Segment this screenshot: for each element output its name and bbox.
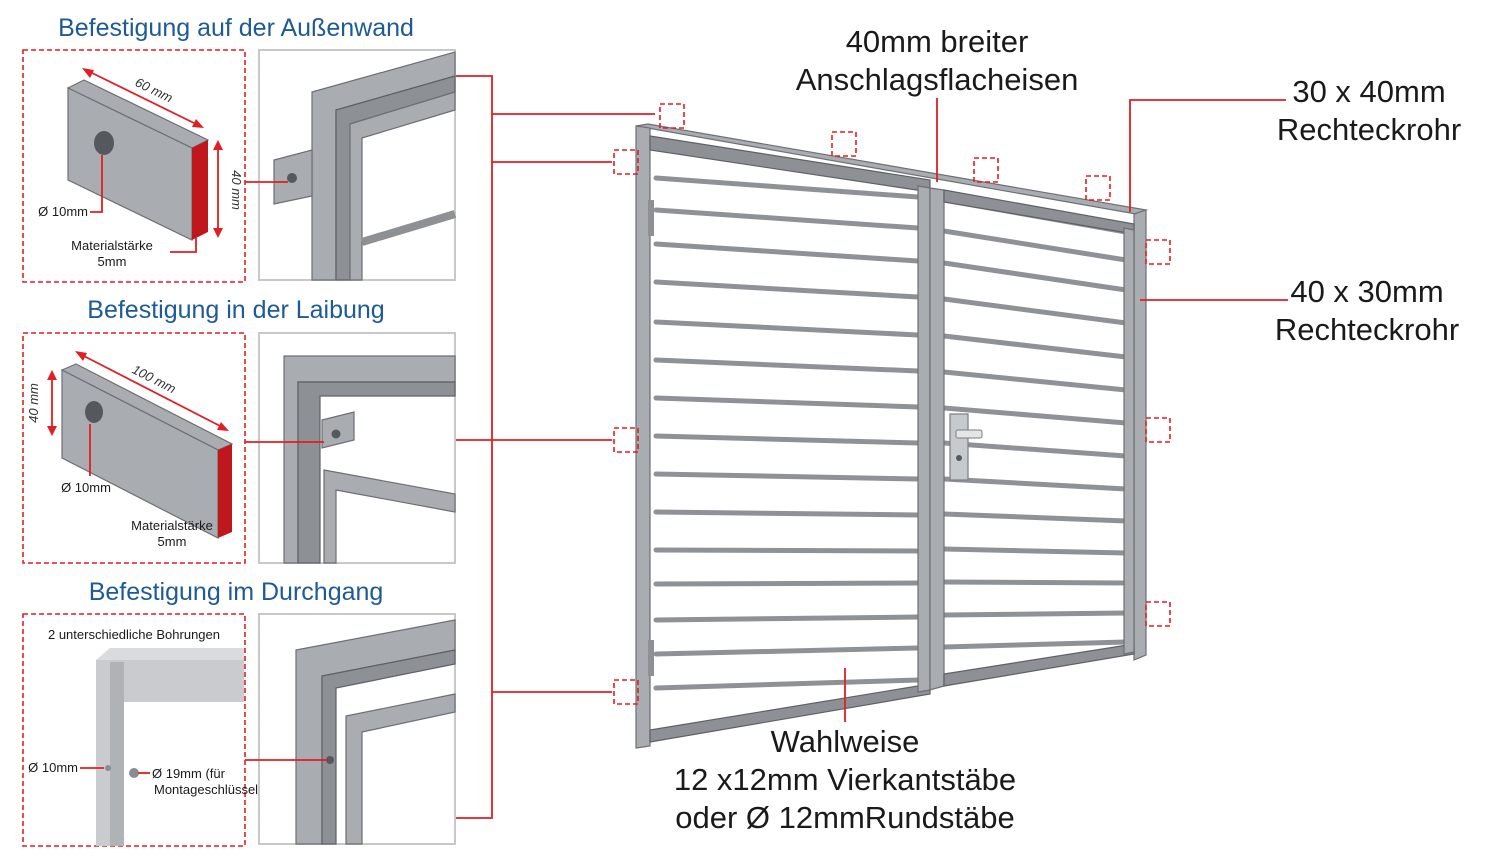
- bracket-connectors: [456, 75, 655, 819]
- frame-left-post: [635, 125, 651, 749]
- section-title-aussenwand: Befestigung auf der Außenwand: [58, 14, 414, 42]
- callout-bars-line1: Wahlweise: [771, 724, 920, 759]
- callout-tube-side-line1: 40 x 30mm: [1290, 274, 1443, 309]
- drill-title: 2 unterschiedliche Bohrungen: [48, 627, 220, 642]
- dimension-40mm-vertical: [213, 140, 223, 238]
- tube-profile: [96, 648, 244, 846]
- thickness-label-1b: 5mm: [98, 254, 127, 269]
- height-label-40-b: 40 mm: [26, 383, 41, 423]
- hole-label-2: Ø 10mm: [61, 480, 111, 495]
- hole-label-19a: Ø 19mm (für: [152, 766, 226, 781]
- mounting-markers: [613, 103, 1171, 705]
- hole-label-1: Ø 10mm: [38, 204, 88, 219]
- mounting-plate-100: [60, 363, 234, 539]
- hole-label-10: Ø 10mm: [28, 760, 78, 775]
- callout-tube-side-line2: Rechteckrohr: [1275, 312, 1459, 347]
- left-leaf-stile: [917, 185, 931, 693]
- detail-image-laibung: [283, 355, 456, 564]
- height-label-40: 40 mm: [229, 170, 244, 210]
- gate-bars-left: [653, 175, 921, 691]
- detail-image-aussenwand: [273, 51, 457, 281]
- detail-image-durchgang: [295, 619, 456, 845]
- dimension-100mm: [75, 351, 229, 431]
- plate-box-aussenwand: [22, 49, 246, 283]
- callout-flatbar-line2: Anschlagsflacheisen: [796, 62, 1079, 97]
- frame-right-post: [1133, 209, 1147, 661]
- callout-bars-line3: oder Ø 12mmRundstäbe: [675, 800, 1014, 835]
- leader-tube-top: [1129, 99, 1286, 212]
- thickness-label-2a: Materialstärke: [131, 518, 213, 533]
- dimension-40mm-left: [47, 370, 57, 436]
- left-leaf-bottom: [649, 683, 931, 743]
- lock-handle: [949, 413, 983, 481]
- callout-bars-line2: 12 x12mm Vierkantstäbe: [674, 762, 1016, 797]
- mounting-plate-60: [66, 79, 210, 241]
- plate-box-laibung: [22, 332, 246, 564]
- dimension-60mm: [82, 68, 204, 128]
- thickness-label-1a: Materialstärke: [71, 238, 153, 253]
- section-title-durchgang: Befestigung im Durchgang: [89, 578, 384, 606]
- leader-thickness-1: [170, 238, 197, 253]
- callout-tube-top-line2: Rechteckrohr: [1277, 112, 1461, 147]
- hinge-top: [648, 200, 654, 236]
- leader-hole-1: [90, 155, 103, 213]
- gate-bars-right: [941, 197, 1129, 650]
- frame-top: [635, 123, 1149, 215]
- hole-label-19b: Montageschlüssel): [154, 782, 262, 797]
- thickness-label-2b: 5mm: [158, 534, 187, 549]
- callout-tube-top-line1: 30 x 40mm: [1292, 74, 1445, 109]
- hinge-bottom: [648, 640, 654, 676]
- callout-flatbar-line1: 40mm breiter: [846, 24, 1029, 59]
- length-label-60: 60 mm: [133, 75, 175, 106]
- right-leaf-stile: [1123, 227, 1135, 655]
- center-flat-bar: [929, 187, 945, 691]
- double-gate: [613, 103, 1171, 749]
- left-leaf-top: [649, 135, 931, 193]
- right-leaf-bottom: [943, 643, 1135, 687]
- section-title-laibung: Befestigung in der Laibung: [87, 296, 384, 324]
- profile-box-durchgang: [22, 613, 246, 847]
